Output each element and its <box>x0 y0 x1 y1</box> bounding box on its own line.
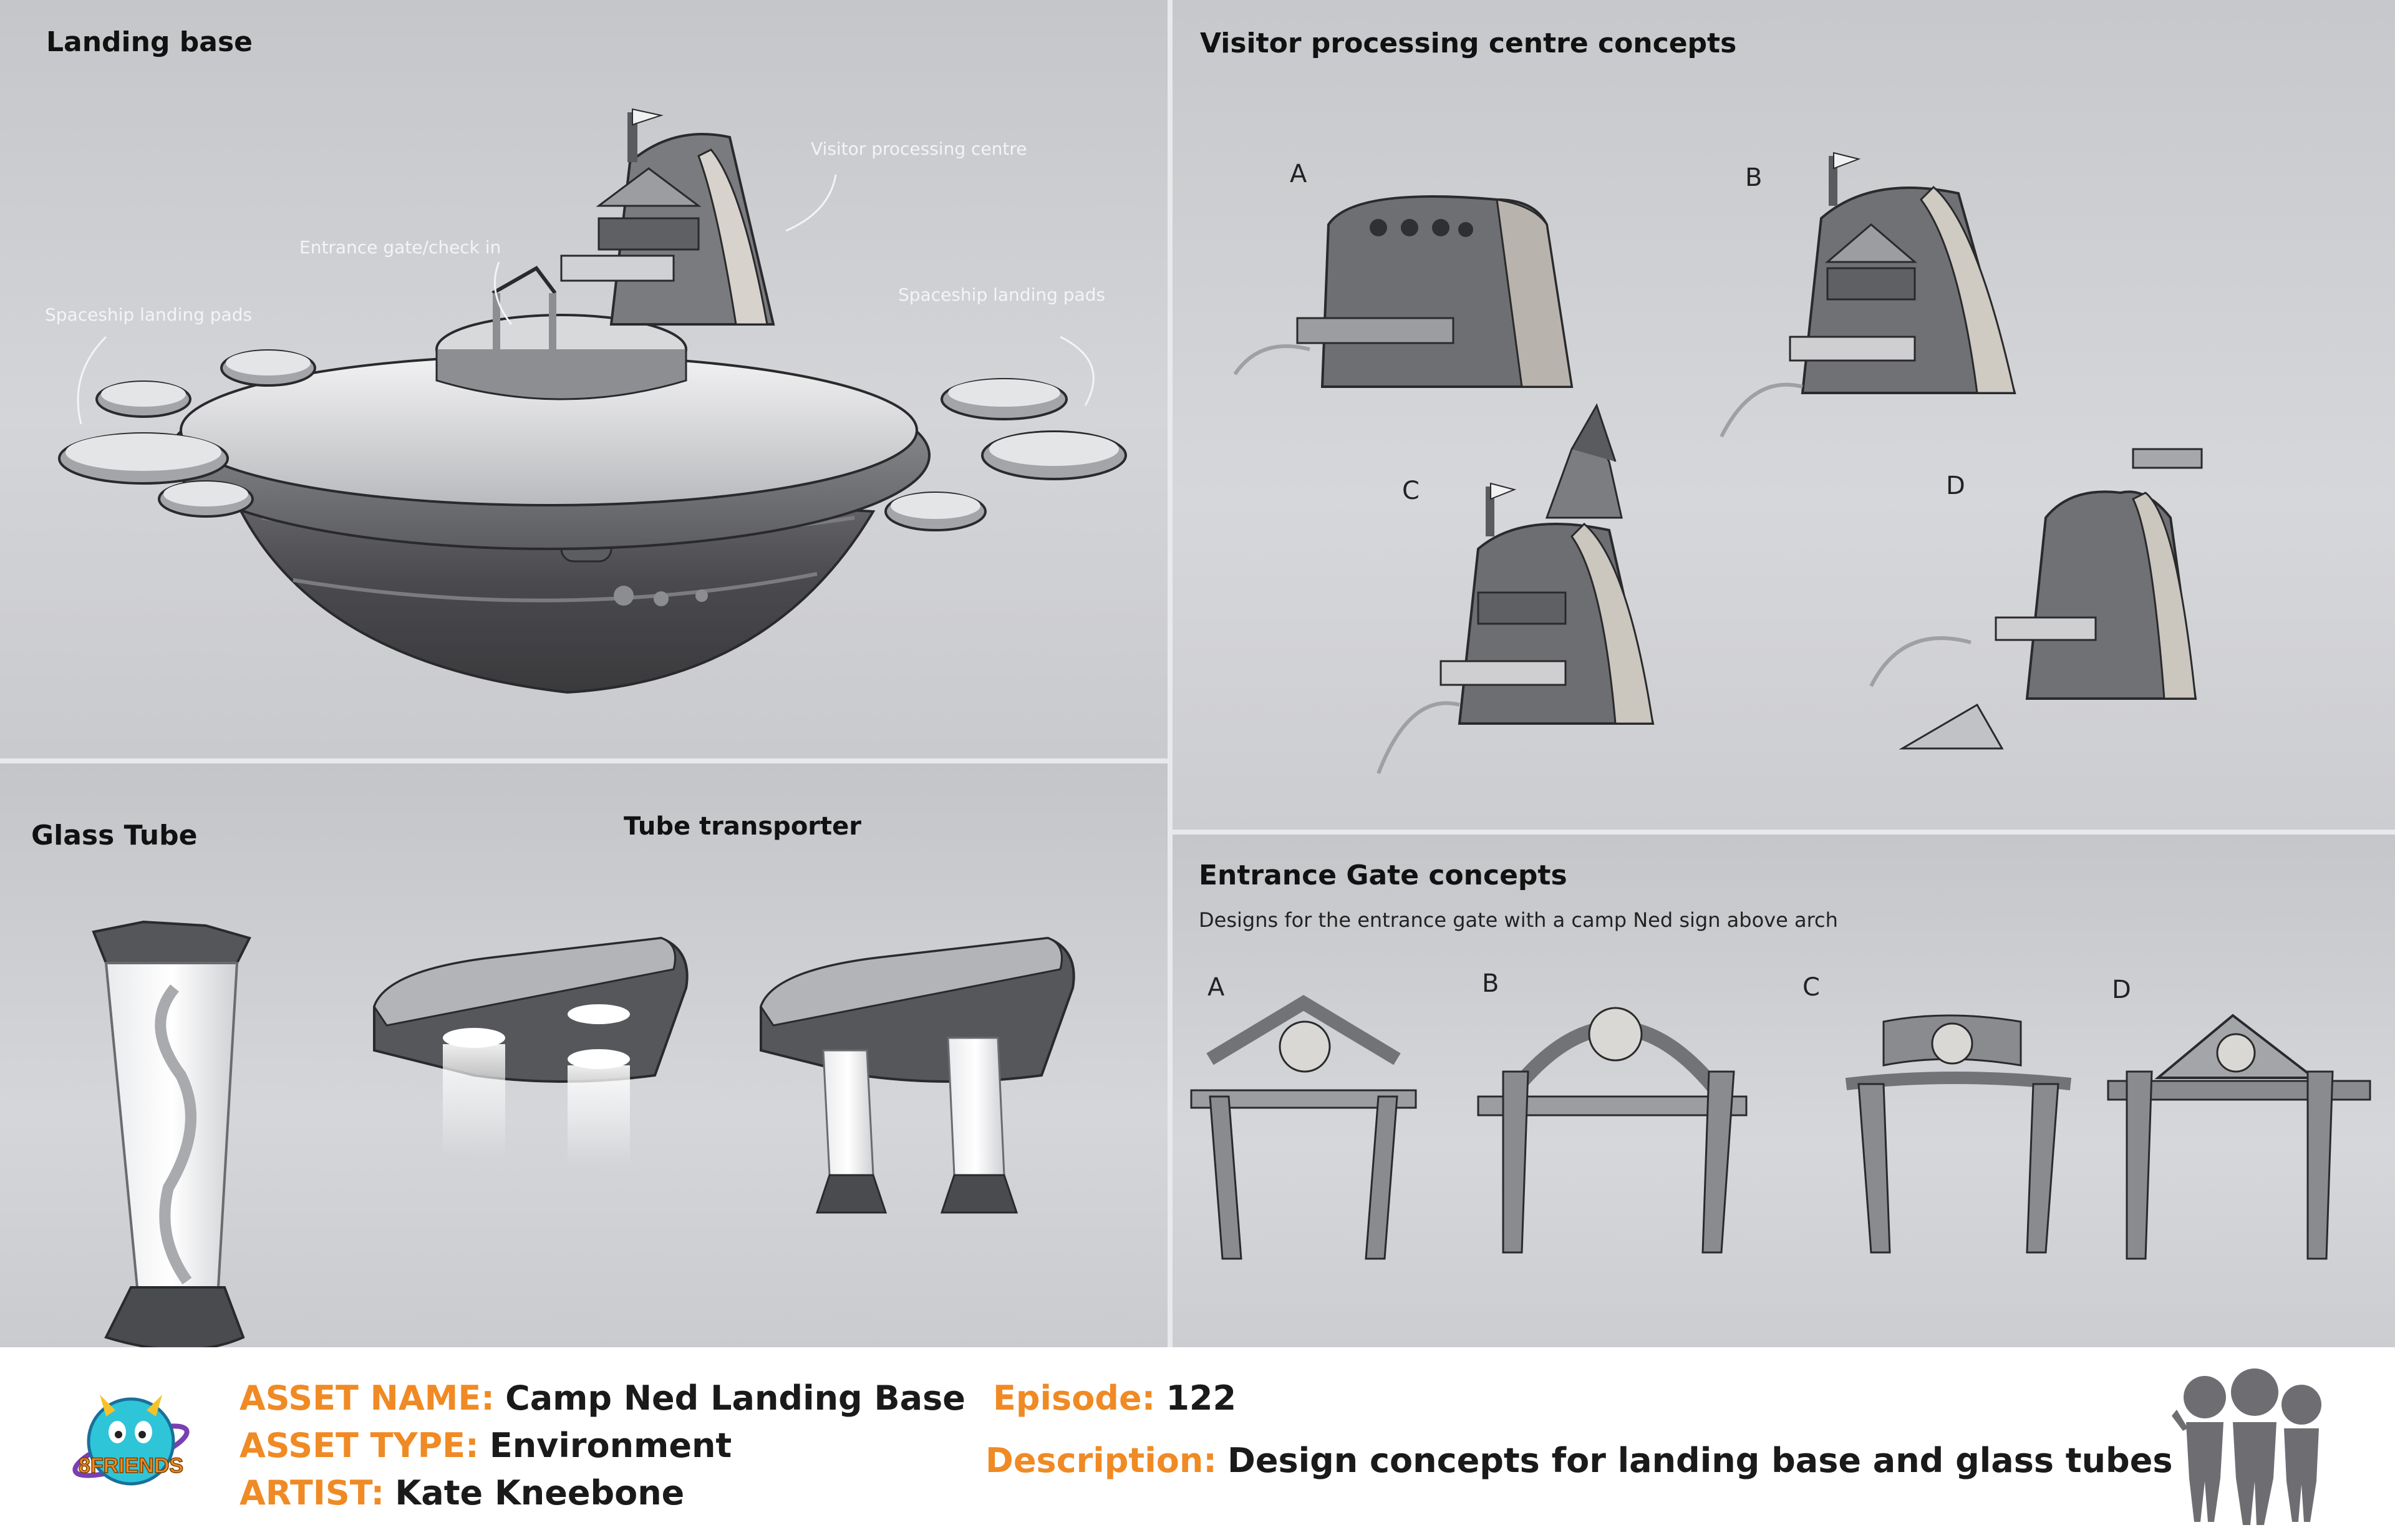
annotation-visitor-centre: Visitor processing centre <box>811 138 1027 159</box>
concept-letter-c: C <box>1402 477 1420 505</box>
glass-tube-sketch <box>92 920 251 1347</box>
logo-text: 8FRIENDS <box>79 1454 183 1478</box>
entrance-gate-title: Entrance Gate concepts <box>1199 860 1567 891</box>
episode-value: 122 <box>1166 1378 1237 1418</box>
entrance-gate-description: Designs for the entrance gate with a cam… <box>1199 908 1838 932</box>
entrance-gate-sketches <box>1190 995 2371 1260</box>
description-label: Description: <box>985 1441 1217 1480</box>
concept-b-sketch <box>1720 152 2016 438</box>
concept-letter-d: D <box>1946 472 1965 500</box>
tube-transporter-sketch <box>373 936 689 1165</box>
8friends-logo: 8FRIENDS <box>72 1395 190 1486</box>
gate-a-sketch <box>1190 995 1417 1260</box>
description-row: Description: Design concepts for landing… <box>985 1441 2172 1480</box>
panel-divider-left <box>0 758 1168 763</box>
annotation-entrance-gate: Entrance gate/check in <box>299 237 501 258</box>
visitor-centre-title: Visitor processing centre concepts <box>1200 27 1737 59</box>
asset-type-value: Environment <box>489 1426 732 1465</box>
asset-info-footer: 8FRIENDS ASSET NAME: Camp Ned Landing Ba… <box>0 1347 2395 1540</box>
episode-label: Episode: <box>993 1378 1156 1418</box>
glass-tube-title: Glass Tube <box>31 820 198 851</box>
asset-name-label: ASSET NAME: <box>240 1378 495 1418</box>
concept-c-sketch <box>1377 403 1655 775</box>
episode-row: Episode: 122 <box>993 1378 1236 1418</box>
asset-name-value: Camp Ned Landing Base <box>505 1378 965 1418</box>
entrance-gate-panel: Entrance Gate concepts Designs for the e… <box>1173 835 2395 1347</box>
panel-divider-right <box>1173 830 2395 835</box>
gate-letter-b: B <box>1482 969 1499 998</box>
panel-divider-vertical <box>1168 0 1173 1347</box>
gate-b-sketch <box>1477 1007 1748 1254</box>
characters-silhouette-icon <box>2172 1368 2321 1525</box>
tube-transporter-title: Tube transporter <box>624 812 861 841</box>
landing-base-illustration <box>58 108 1127 694</box>
annotation-landing-pads-left: Spaceship landing pads <box>45 304 253 325</box>
concept-d-sketch <box>1869 448 2203 750</box>
gate-c-sketch <box>1845 1014 2072 1254</box>
gate-letter-a: A <box>1207 973 1225 1002</box>
gate-d-sketch <box>2107 1014 2371 1260</box>
glass-tube-illustration <box>92 920 1075 1347</box>
concept-letter-a: A <box>1290 160 1307 188</box>
tube-transporter-with-tubes-sketch <box>760 936 1075 1214</box>
description-value: Design concepts for landing base and gla… <box>1227 1441 2173 1480</box>
landing-base-panel: Landing base <box>0 0 1168 758</box>
gate-letter-d: D <box>2112 976 2131 1004</box>
artist-row: ARTIST: Kate Kneebone <box>240 1473 684 1513</box>
asset-name-row: ASSET NAME: Camp Ned Landing Base <box>240 1378 965 1418</box>
glass-tube-panel: Glass Tube Tube transporter <box>0 763 1168 1347</box>
asset-type-row: ASSET TYPE: Environment <box>240 1426 732 1465</box>
artist-label: ARTIST: <box>240 1473 385 1513</box>
visitor-centre-sketches <box>1233 152 2203 775</box>
visitor-centre-panel: Visitor processing centre concepts A B C… <box>1173 0 2395 830</box>
artist-value: Kate Kneebone <box>395 1473 685 1513</box>
landing-base-title: Landing base <box>46 26 253 58</box>
gate-letter-c: C <box>1802 973 1820 1002</box>
annotation-landing-pads-right: Spaceship landing pads <box>898 284 1106 305</box>
concept-letter-b: B <box>1745 163 1763 192</box>
asset-type-label: ASSET TYPE: <box>240 1426 479 1465</box>
concept-a-sketch <box>1233 195 1574 388</box>
